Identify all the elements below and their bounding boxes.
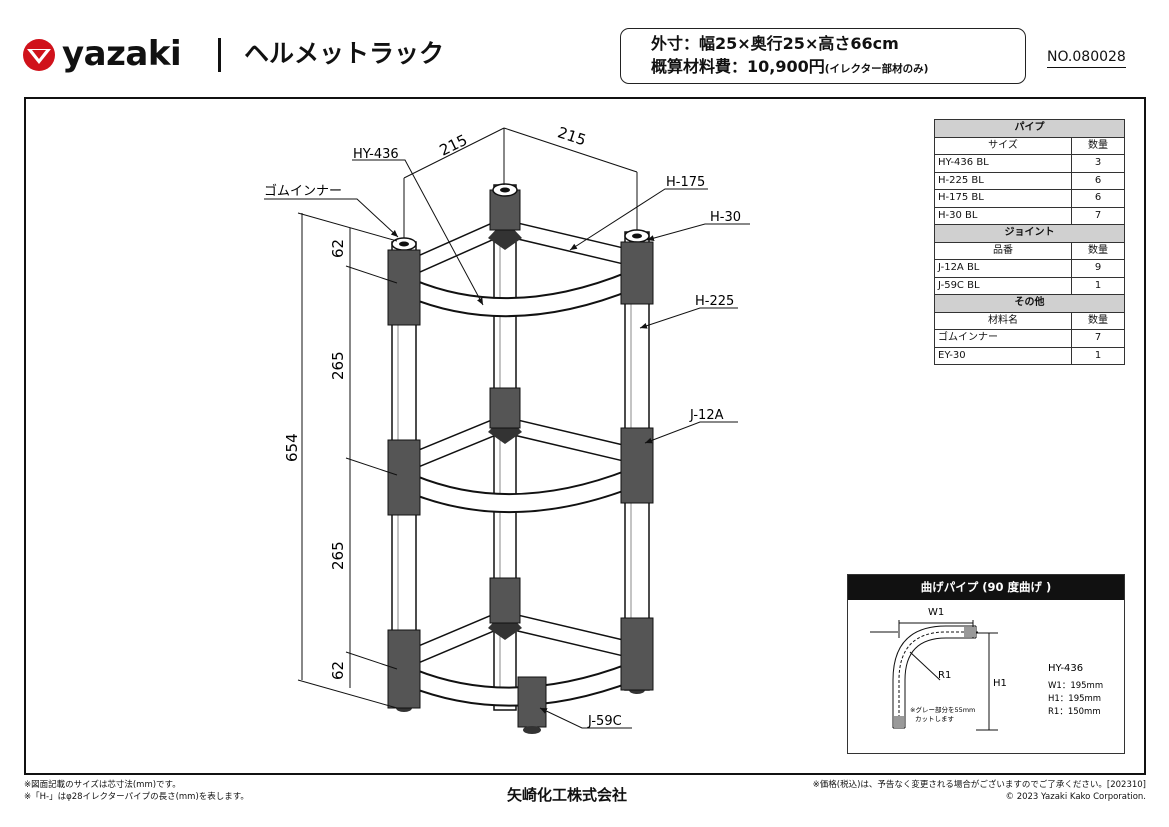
inset-note-line2: カットします	[915, 715, 955, 723]
inset-note-line1: ※グレー部分を55mm	[910, 705, 975, 714]
column-header-name: サイズ	[934, 136, 1072, 155]
part-qty: 7	[1071, 329, 1125, 348]
part-name: H-30 BL	[934, 206, 1072, 225]
inset-spec-r1: R1：150mm	[1048, 707, 1101, 717]
shelf-tier-bottom	[387, 577, 654, 734]
spec-box: 外寸：幅25×奥行25×高さ66cm 概算材料費：10,900円(イレクター部材…	[620, 28, 1026, 84]
inset-spec-h1: H1：195mm	[1048, 694, 1101, 704]
part-name: EY-30	[934, 346, 1072, 365]
column-header-name: 材料名	[934, 311, 1072, 330]
part-name: H-225 BL	[934, 171, 1072, 190]
label-h225: H-225	[695, 294, 734, 309]
section-title-other: その他	[934, 294, 1125, 313]
inset-h1-label: H1	[993, 678, 1007, 689]
part-qty: 7	[1071, 206, 1125, 225]
width-dim-left: 215	[437, 131, 471, 160]
bent-pipe-inset: 曲げパイプ (90 度曲げ ) W1 H1 R1 ※グレー部分を55mm カ	[847, 574, 1125, 754]
section-header: ジョイント	[934, 224, 1125, 243]
section-header: パイプ	[934, 119, 1125, 138]
footnote-2: ※「H-」はφ28イレクターパイプの長さ(mm)を表します。	[24, 792, 249, 802]
inset-title: 曲げパイプ (90 度曲げ )	[848, 575, 1124, 600]
height-dimension-lines	[297, 212, 398, 709]
outer-dimensions: 外寸：幅25×奥行25×高さ66cm	[651, 34, 899, 53]
inset-w1-label: W1	[928, 607, 944, 618]
label-j12a: J-12A	[689, 408, 724, 423]
part-qty: 3	[1071, 154, 1125, 173]
dim-top-gap: 62	[329, 239, 347, 258]
label-h175: H-175	[666, 175, 705, 190]
column-header-row: サイズ数量	[934, 136, 1125, 155]
column-header-qty: 数量	[1071, 311, 1125, 330]
rack-drawing: 215 215 62 265 654 265 62 HY-436 ゴムインナー …	[264, 123, 750, 734]
label-rubber-inner: ゴムインナー	[264, 183, 342, 199]
document-number: NO.080028	[1047, 48, 1126, 68]
company-name: 矢崎化工株式会社	[507, 786, 628, 804]
column-header-name: 品番	[934, 241, 1072, 260]
column-header-qty: 数量	[1071, 136, 1125, 155]
dim-mid-gap-1: 265	[329, 351, 347, 380]
part-name: J-59C BL	[934, 276, 1072, 295]
part-name: ゴムインナー	[934, 329, 1072, 348]
width-dim-right: 215	[555, 123, 588, 149]
copyright: © 2023 Yazaki Kako Corporation.	[1005, 792, 1147, 802]
column-header-row: 品番数量	[934, 241, 1125, 260]
part-name: J-12A BL	[934, 259, 1072, 278]
material-cost: 概算材料費：10,900円(イレクター部材のみ)	[651, 55, 1025, 81]
section-title-joint: ジョイント	[934, 224, 1125, 243]
part-name: H-175 BL	[934, 189, 1072, 208]
brand-name: yazaki	[62, 34, 182, 74]
product-title: ヘルメットラック	[244, 39, 445, 68]
header-divider	[218, 38, 221, 72]
label-hy436: HY-436	[353, 147, 399, 162]
material-cost-value: 概算材料費：10,900円	[651, 57, 825, 76]
shelf-tier-top	[387, 183, 654, 326]
yazaki-logo-icon	[23, 39, 55, 71]
leader-lines	[264, 159, 750, 729]
part-qty: 1	[1071, 346, 1125, 365]
price-notice: ※価格(税込)は、予告なく変更される場合がございますのでご了承ください。[202…	[812, 780, 1146, 790]
dim-bottom-gap: 62	[329, 661, 347, 680]
part-qty: 6	[1071, 189, 1125, 208]
part-qty: 1	[1071, 276, 1125, 295]
label-h30: H-30	[710, 210, 741, 225]
inset-spec-name: HY-436	[1048, 663, 1083, 674]
inset-spec-w1: W1：195mm	[1048, 681, 1103, 691]
section-header: その他	[934, 294, 1125, 313]
width-dimension-lines	[403, 127, 638, 238]
bent-pipe-drawing: W1 H1 R1 ※グレー部分を55mm カットします HY-436 W1：19…	[870, 607, 1103, 731]
part-name: HY-436 BL	[934, 154, 1072, 173]
dim-total-height: 654	[283, 433, 301, 462]
label-j59c: J-59C	[587, 714, 622, 729]
drawing-frame	[24, 97, 1146, 775]
column-header-qty: 数量	[1071, 241, 1125, 260]
column-header-row: 材料名数量	[934, 311, 1125, 330]
section-title-pipe: パイプ	[934, 119, 1125, 138]
inset-r1-label: R1	[938, 670, 951, 681]
material-cost-note: (イレクター部材のみ)	[824, 63, 929, 75]
part-qty: 6	[1071, 171, 1125, 190]
shelf-tier-middle	[387, 387, 654, 516]
dim-mid-gap-2: 265	[329, 541, 347, 570]
part-qty: 9	[1071, 259, 1125, 278]
footnote-1: ※図面記載のサイズは芯寸法(mm)です。	[24, 780, 181, 790]
